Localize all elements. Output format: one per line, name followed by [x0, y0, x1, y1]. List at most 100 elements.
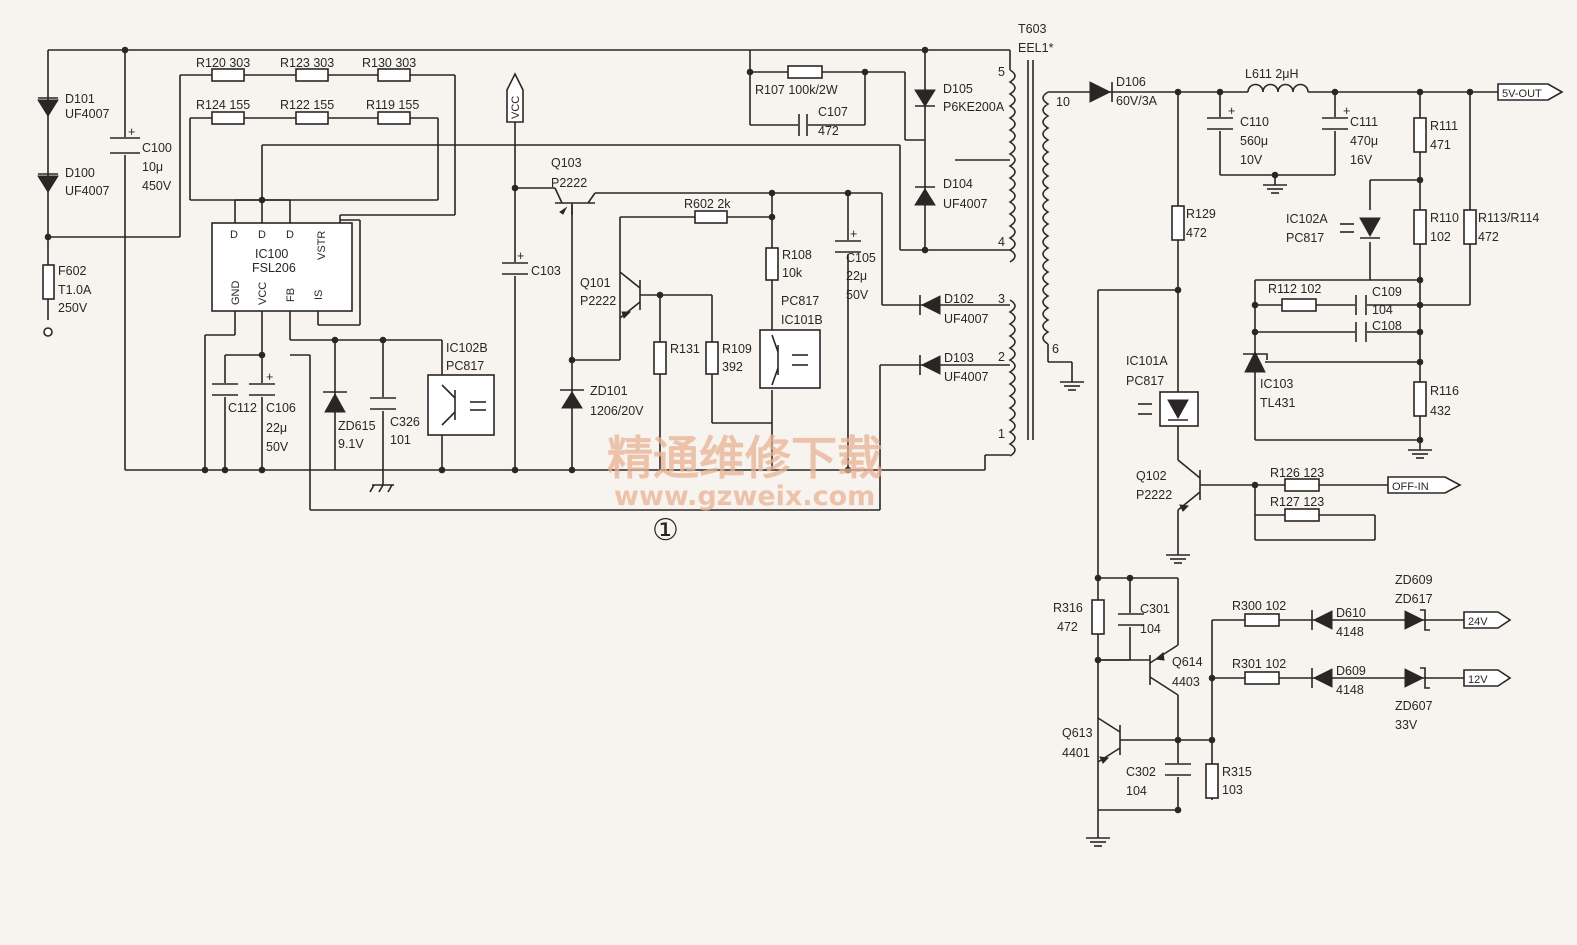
label-q102: Q102: [1136, 469, 1167, 483]
label-t603-core: EEL1*: [1018, 41, 1054, 55]
label-c107: C107: [818, 105, 848, 119]
resistor-r126: [1284, 478, 1320, 492]
label-r129-value: 472: [1186, 226, 1207, 240]
label-c106: C106: [266, 401, 296, 415]
label-q102-part: P2222: [1136, 488, 1172, 502]
cap-c100: +: [110, 125, 140, 155]
resistor-r316: [1091, 599, 1105, 635]
label-c301: C301: [1140, 602, 1170, 616]
label-5v-out: 5V-OUT: [1502, 88, 1542, 100]
label-c110: C110: [1240, 115, 1269, 129]
label-zd617: ZD617: [1395, 592, 1433, 606]
label-12v: 12V: [1468, 674, 1488, 686]
label-pin-d1: D: [230, 229, 238, 241]
off-in-flag: [1387, 476, 1462, 494]
ground-symbol: [1262, 174, 1288, 194]
label-d610: D610: [1336, 606, 1366, 620]
label-ic101a-part: PC817: [1126, 374, 1164, 388]
svg-text:+: +: [850, 227, 857, 241]
label-r123: R123 303: [280, 56, 334, 70]
label-r110: R110: [1430, 211, 1459, 225]
label-r116: R116: [1430, 384, 1459, 398]
label-zd615-volt: 9.1V: [338, 437, 364, 451]
label-r315: R315: [1222, 765, 1252, 779]
label-r107: R107 100k/2W: [755, 83, 838, 97]
diode-d100: [37, 173, 59, 193]
junction-dots: [44, 46, 1474, 814]
svg-text:+: +: [266, 370, 273, 384]
resistor-r108: [765, 247, 779, 281]
label-c326: C326: [390, 415, 420, 429]
label-d610-part: 4148: [1336, 625, 1364, 639]
optocoupler-ic101a-led: [1138, 391, 1199, 427]
label-zd609: ZD609: [1395, 573, 1433, 587]
label-zd101-part: 1206/20V: [590, 404, 644, 418]
resistor-r113-r114: [1463, 209, 1477, 245]
label-r113-value: 472: [1478, 230, 1499, 244]
label-ic100: IC100: [255, 247, 288, 261]
resistor-r315: [1205, 763, 1219, 799]
label-q101-part: P2222: [580, 294, 616, 308]
resistor-r300: [1244, 613, 1280, 627]
label-pin-vstr: VSTR: [316, 231, 328, 260]
label-d106-part: 60V/3A: [1116, 94, 1158, 108]
resistor-r112: [1281, 298, 1317, 312]
ic100-fsl206: [211, 222, 353, 312]
labels-primary: D101 UF4007 D100 UF4007 C100 10μ 450V F6…: [58, 22, 1070, 548]
optocoupler-ic101b: [759, 329, 821, 389]
cap-c108: [1355, 322, 1367, 342]
diode-d101: [37, 97, 59, 117]
resistor-r107: [787, 65, 823, 79]
zener-zd101: [560, 389, 584, 409]
label-c111-cap: 470μ: [1350, 134, 1378, 148]
label-c106-cap: 22μ: [266, 421, 287, 435]
label-c110-volt: 10V: [1240, 153, 1263, 167]
svg-text:+: +: [128, 125, 135, 139]
label-r109: R109: [722, 342, 752, 356]
resistor-r109: [705, 341, 719, 375]
label-c103: C103: [531, 264, 561, 278]
label-pin-5: 5: [998, 65, 1005, 79]
cap-c105: +: [835, 227, 861, 254]
label-q613: Q613: [1062, 726, 1093, 740]
cap-c326: [370, 397, 396, 411]
label-r124: R124 155: [196, 98, 250, 112]
label-pin-4: 4: [998, 235, 1005, 249]
label-ic103-part: TL431: [1260, 396, 1295, 410]
label-zd607: ZD607: [1395, 699, 1433, 713]
label-ic103: IC103: [1260, 377, 1293, 391]
resistor-r129: [1171, 205, 1185, 241]
label-r116-value: 432: [1430, 404, 1451, 418]
ground-symbol: [1085, 827, 1111, 847]
diode-d106: [1089, 81, 1113, 103]
label-c105: C105: [846, 251, 876, 265]
label-c326-value: 101: [390, 433, 411, 447]
label-f602-volt: 250V: [58, 301, 88, 315]
resistor-r301: [1244, 671, 1280, 685]
label-r111-value: 471: [1430, 138, 1451, 152]
label-d100-value: UF4007: [65, 184, 110, 198]
tvs-d105: [914, 89, 936, 107]
label-r122: R122 155: [280, 98, 334, 112]
label-pin-fb: FB: [285, 288, 297, 302]
label-pin-gnd: GND: [230, 281, 242, 306]
diode-d609: [1311, 668, 1333, 688]
resistor-row-303: [211, 68, 411, 82]
label-d104: D104: [943, 177, 973, 191]
cap-c110: +: [1207, 104, 1235, 131]
cap-c107: [798, 114, 808, 137]
label-pin-1: 1: [998, 427, 1005, 441]
ground-symbol: [1165, 544, 1191, 564]
shunt-regulator-ic103: [1243, 350, 1268, 373]
transistor-q102: [1177, 459, 1201, 512]
label-r315-value: 103: [1222, 783, 1243, 797]
label-r316: R316: [1053, 601, 1083, 615]
label-ic102b: IC102B: [446, 341, 488, 355]
label-pc817-b: PC817: [781, 294, 819, 308]
label-q103: Q103: [551, 156, 582, 170]
out24v-flag: [1463, 611, 1512, 629]
optocoupler-ic102b: [427, 374, 495, 436]
label-q613-part: 4401: [1062, 746, 1090, 760]
cap-c302: [1165, 763, 1191, 777]
label-c105-volt: 50V: [846, 288, 869, 302]
